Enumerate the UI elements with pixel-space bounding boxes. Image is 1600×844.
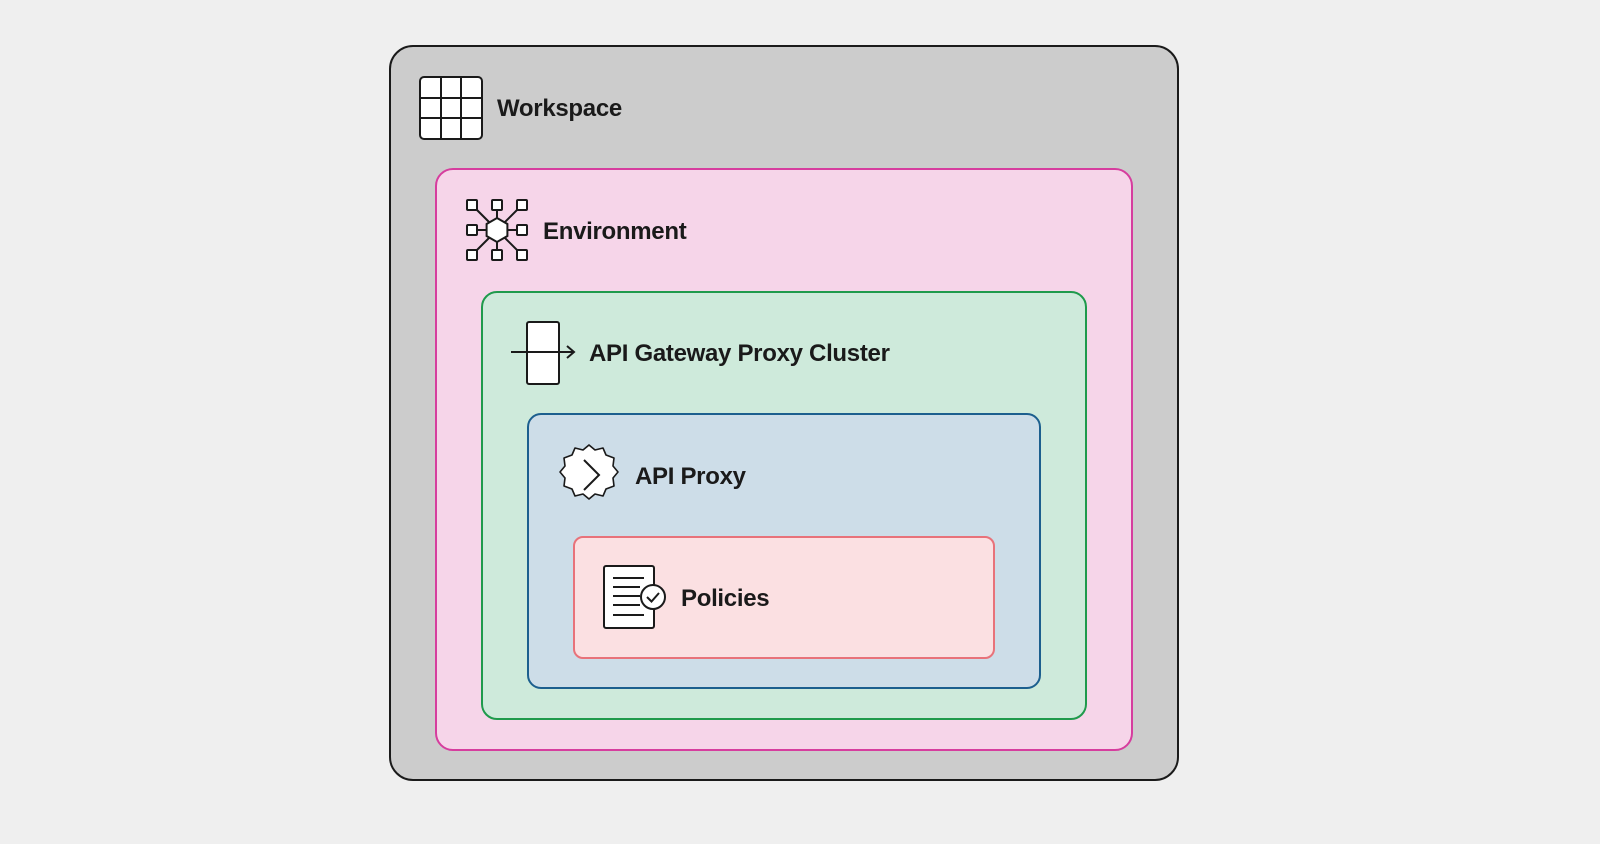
workspace-label: Workspace [497, 95, 622, 122]
environment-label: Environment [543, 218, 687, 245]
document-check-icon [602, 565, 668, 631]
gateway-arrow-icon [511, 320, 577, 386]
grid-icon [419, 76, 483, 140]
cluster-label: API Gateway Proxy Cluster [589, 340, 890, 367]
gear-chevron-icon [556, 442, 622, 508]
policies-label: Policies [681, 585, 770, 612]
api-proxy-label: API Proxy [635, 463, 746, 490]
hub-network-icon [464, 197, 530, 263]
